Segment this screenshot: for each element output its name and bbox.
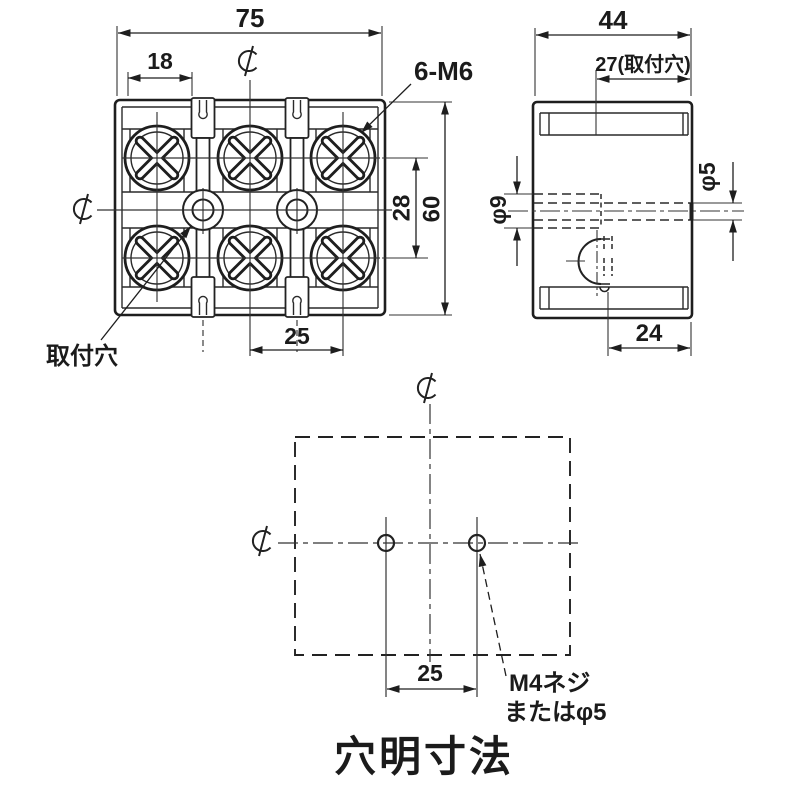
- front-extension-lines: [116, 26, 452, 316]
- label-6-m6: 6-M6: [414, 56, 473, 86]
- dim-18: 18: [147, 48, 173, 74]
- hole-layout-view: 25 M4ネジ またはφ5: [251, 372, 607, 726]
- side-view: 44 27(取付穴) 24 φ9 φ5: [485, 5, 744, 356]
- dim-28: 28: [388, 195, 415, 222]
- dim-25-holes: 25: [417, 660, 443, 686]
- dim-phi5: φ5: [694, 162, 720, 191]
- note-m4-line1: M4ネジ: [509, 670, 590, 697]
- dim-75: 75: [236, 3, 265, 33]
- side-extension-lines: [504, 28, 742, 356]
- centerline-symbol: [251, 525, 272, 557]
- label-mounting-hole: 取付穴: [46, 342, 118, 370]
- front-view: 75 18 60 28 25 6-M6 取付穴: [46, 3, 473, 370]
- dim-44: 44: [599, 5, 628, 35]
- side-slots: [539, 112, 689, 310]
- m4-leader-line: [478, 553, 507, 677]
- partition-walls: [190, 97, 310, 318]
- drill-hole-right: [467, 533, 487, 553]
- drawing-caption: 穴明寸法: [334, 733, 514, 780]
- dim-phi9: φ9: [485, 195, 511, 224]
- centerline-symbol: [416, 372, 437, 404]
- dim-27-mounting-hole: 27(取付穴): [595, 52, 691, 76]
- centerline-symbol: [72, 193, 93, 225]
- centerline-symbol: [237, 45, 258, 77]
- note-m4-line2: またはφ5: [504, 699, 607, 726]
- dim-60: 60: [418, 196, 445, 223]
- footprint-outline: [294, 436, 571, 656]
- layout-centerlines: [278, 404, 580, 697]
- drill-hole-left: [376, 533, 396, 553]
- hidden-hole-lines: [534, 193, 691, 229]
- side-dimension-lines: [513, 31, 737, 352]
- dim-24: 24: [636, 320, 663, 347]
- front-dimension-lines: [100, 29, 449, 354]
- mounting-hole-section: [566, 230, 613, 296]
- dim-25-front: 25: [284, 323, 310, 349]
